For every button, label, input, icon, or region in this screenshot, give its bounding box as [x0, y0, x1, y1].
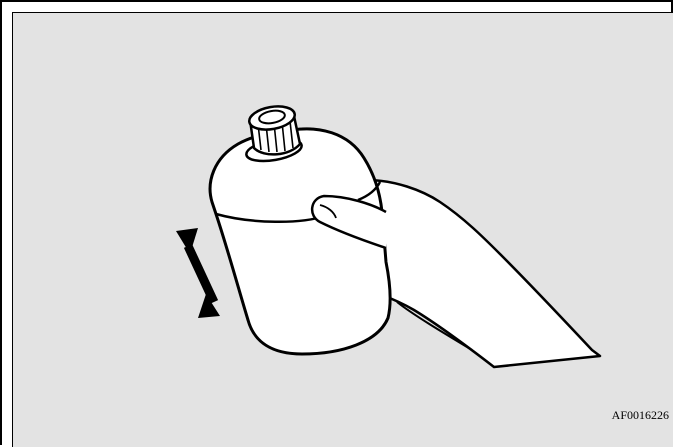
hand-icon [367, 180, 600, 367]
bottle-icon [210, 129, 390, 354]
figure-reference-code: AF0016226 [612, 408, 669, 423]
bottle-cap-icon [247, 103, 300, 154]
double-arrow-shake-icon [176, 228, 220, 318]
